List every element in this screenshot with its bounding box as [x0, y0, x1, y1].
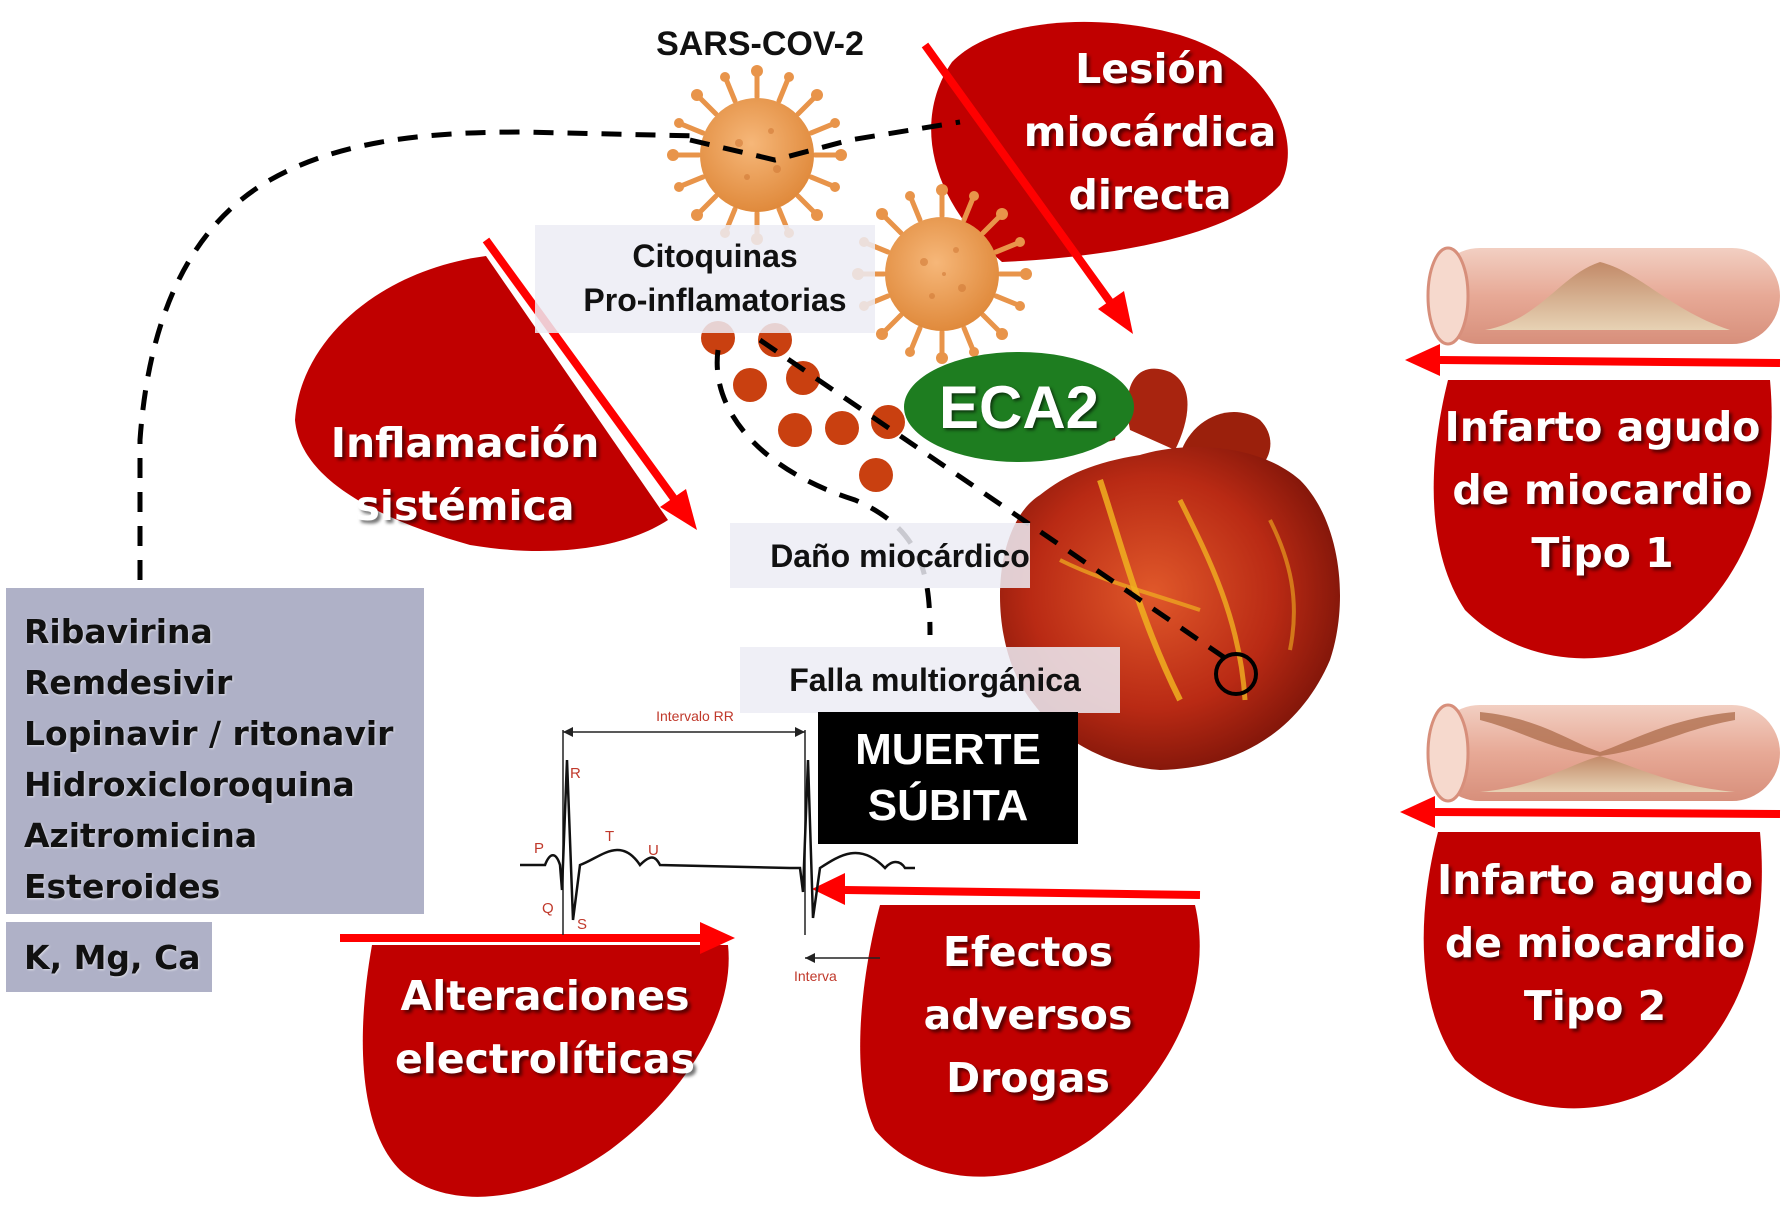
cytokine-dots — [701, 321, 905, 492]
direct-injury-blob — [931, 21, 1288, 262]
mi-type1-blob — [1433, 380, 1772, 659]
systemic-inflammation-label: Inflamación sistémica — [330, 419, 600, 530]
drugs-panel: Ribavirina Remdesivir Lopinavir / ritona… — [6, 588, 424, 914]
drug-item: Esteroides — [24, 867, 221, 906]
electrolyte-label: Alteraciones electrolíticas — [394, 972, 696, 1083]
cytokine-dot — [733, 368, 767, 402]
cytokine-dot — [786, 361, 820, 395]
drug-effects-label: Efectos adversos Drogas — [923, 927, 1133, 1102]
vessel-plaque-type2 — [1426, 703, 1780, 803]
systemic-inflammation-blob — [295, 256, 668, 551]
drug-item: Lopinavir / ritonavir — [24, 714, 394, 753]
heart-target-ring — [1214, 652, 1258, 696]
arrow-mi-type2 — [1400, 796, 1781, 828]
ecg-tracing — [520, 727, 915, 963]
ecg-wave-t: T — [605, 828, 615, 845]
arrow-drug-effects — [812, 873, 1201, 905]
ecg-wave-s: S — [577, 916, 588, 933]
dashed-path-cytokine-to-heart — [758, 337, 1230, 663]
myocardial-damage-label: Daño miocárdico — [770, 537, 1030, 574]
ecg-wave-r: R — [570, 765, 581, 782]
vessel-plaque-type1 — [1426, 246, 1780, 346]
ecg-wave-u: U — [648, 842, 659, 859]
cytokines-label: Citoquinas Pro-inflamatorias — [583, 238, 847, 318]
drug-item: Azitromicina — [24, 816, 258, 855]
ecg-rr-interval-label: Intervalo RR — [656, 708, 734, 724]
cytokines-label-background — [535, 225, 875, 333]
drug-item: Ribavirina — [24, 612, 213, 651]
cytokine-dot — [778, 413, 812, 447]
electrolytes-panel: K, Mg, Ca — [6, 922, 212, 992]
ecg-wave-q: Q — [542, 900, 554, 917]
dashed-path-drugs-to-virus — [137, 129, 701, 580]
cytokine-dot — [859, 458, 893, 492]
sudden-death-box: MUERTE SÚBITA — [818, 712, 1078, 844]
mi-type2-label: Infarto agudo de miocardio Tipo 2 — [1437, 855, 1753, 1030]
arrow-direct-injury — [921, 42, 1133, 334]
dashed-path-virus-to-injury — [689, 119, 961, 163]
cytokine-dot — [825, 411, 859, 445]
cytokine-dot — [871, 405, 905, 439]
mi-type1-label: Infarto agudo de miocardio Tipo 1 — [1444, 402, 1761, 577]
failure-label-background — [740, 647, 1120, 713]
virus-label: SARS-COV-2 — [656, 24, 864, 63]
drug-item: Hidroxicloroquina — [24, 765, 355, 804]
arrow-systemic-inflammation — [482, 237, 697, 530]
ecg-bottom-interval-label: Interva — [794, 968, 837, 984]
drug-item: Remdesivir — [24, 663, 233, 702]
ecg-wave-p: P — [534, 840, 545, 857]
eca2-badge: ECA2 — [904, 352, 1134, 462]
damage-label-background — [730, 523, 1030, 588]
electrolyte-blob — [362, 945, 729, 1197]
arrow-electrolytes — [340, 922, 735, 954]
arrow-mi-type1 — [1405, 344, 1781, 376]
dashed-path-cytokine-to-failure — [714, 349, 933, 636]
multiorgan-failure-label: Falla multiorgánica — [789, 661, 1081, 698]
mi-type2-blob — [1423, 832, 1762, 1109]
drug-effects-blob — [860, 905, 1200, 1177]
direct-injury-label: Lesión miocárdica directa — [1023, 44, 1277, 219]
